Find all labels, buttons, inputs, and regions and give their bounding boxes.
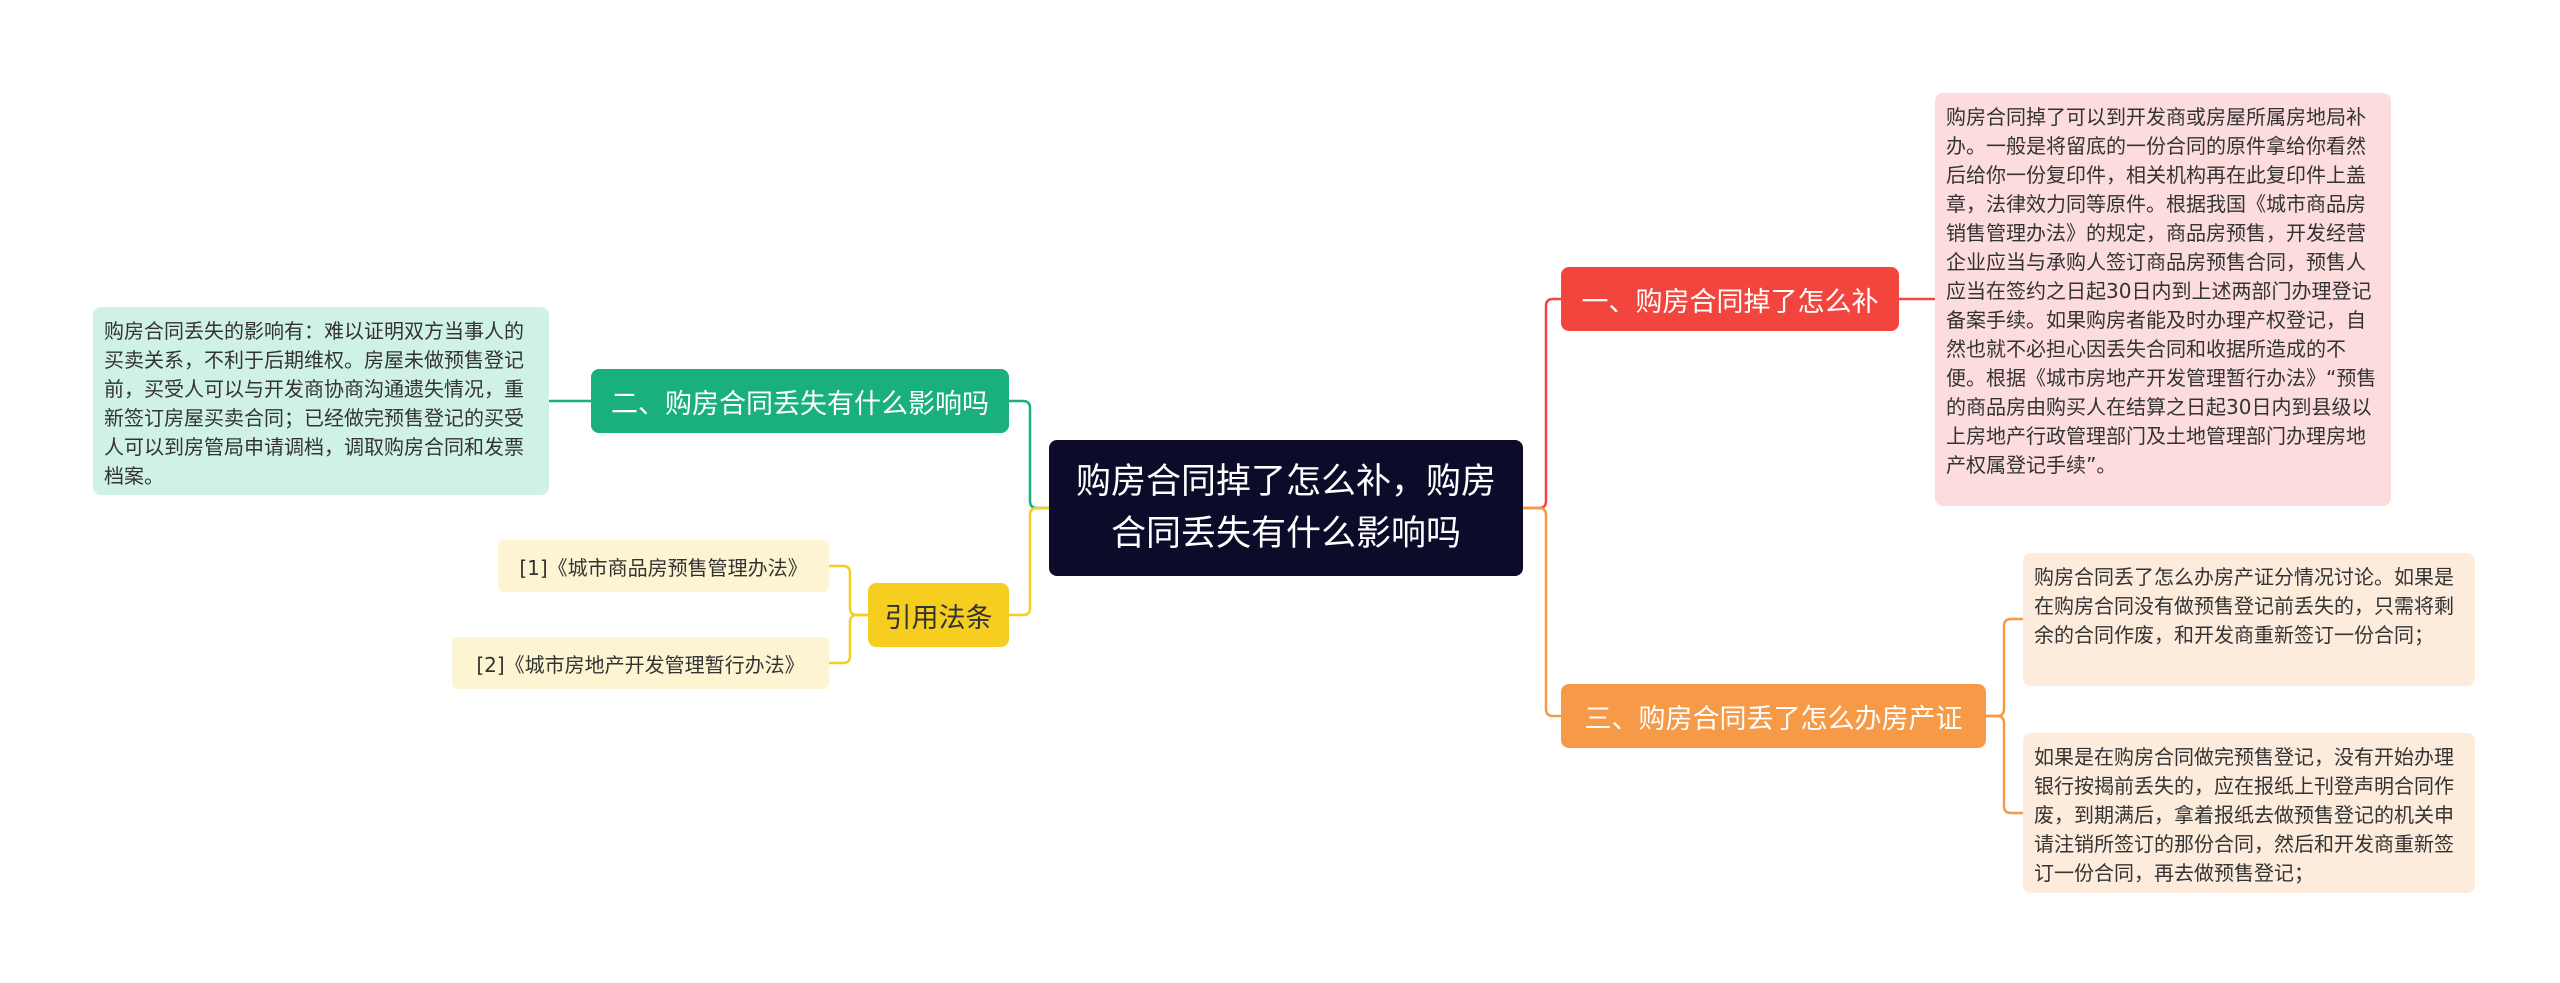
connector-b3-leaf2 <box>1984 714 2025 815</box>
connector-center-b1 <box>1521 297 1563 510</box>
connector-b4-ref2 <box>827 613 870 665</box>
branch-cited-laws-label: 引用法条 <box>884 602 993 634</box>
detail-how-to-replace-text: 购房合同掉了可以到开发商或房屋所属房地局补办。一般是将留底的一份合同的原件拿给你… <box>1946 105 2377 477</box>
connector-b4-ref1 <box>827 564 870 617</box>
branch-how-to-replace-label: 一、购房合同掉了怎么补 <box>1581 286 1879 318</box>
branch-cited-laws[interactable]: 引用法条 <box>868 583 1009 647</box>
detail-certificate-before-registration[interactable]: 购房合同丢了怎么办房产证分情况讨论。如果是在购房合同没有做预售登记前丢失的，只需… <box>2023 553 2475 686</box>
detail-certificate-after-registration[interactable]: 如果是在购房合同做完预售登记，没有开始办理银行按揭前丢失的，应在报纸上刊登声明合… <box>2023 733 2475 893</box>
connector-center-b2 <box>1007 399 1051 510</box>
law-reference-2[interactable]: [2]《城市房地产开发管理暂行办法》 <box>452 637 829 689</box>
central-topic[interactable]: 购房合同掉了怎么补，购房合同丢失有什么影响吗 <box>1049 440 1523 576</box>
law-reference-1[interactable]: [1]《城市商品房预售管理办法》 <box>498 540 829 592</box>
detail-how-to-replace[interactable]: 购房合同掉了可以到开发商或房屋所属房地局补办。一般是将留底的一份合同的原件拿给你… <box>1935 93 2391 506</box>
detail-loss-impact[interactable]: 购房合同丢失的影响有：难以证明双方当事人的买卖关系，不利于后期维权。房屋未做预售… <box>93 307 549 495</box>
detail-certificate-after-registration-text: 如果是在购房合同做完预售登记，没有开始办理银行按揭前丢失的，应在报纸上刊登声明合… <box>2034 745 2454 885</box>
branch-loss-impact-label: 二、购房合同丢失有什么影响吗 <box>611 388 989 420</box>
central-topic-text: 购房合同掉了怎么补，购房合同丢失有什么影响吗 <box>1075 462 1496 554</box>
connector-center-b4 <box>1007 506 1051 617</box>
detail-certificate-before-registration-text: 购房合同丢了怎么办房产证分情况讨论。如果是在购房合同没有做预售登记前丢失的，只需… <box>2034 565 2454 647</box>
law-reference-2-text: [2]《城市房地产开发管理暂行办法》 <box>476 652 805 677</box>
branch-property-certificate-label: 三、购房合同丢了怎么办房产证 <box>1584 703 1963 735</box>
branch-loss-impact[interactable]: 二、购房合同丢失有什么影响吗 <box>591 369 1009 433</box>
detail-loss-impact-text: 购房合同丢失的影响有：难以证明双方当事人的买卖关系，不利于后期维权。房屋未做预售… <box>104 319 524 488</box>
branch-property-certificate[interactable]: 三、购房合同丢了怎么办房产证 <box>1561 684 1986 748</box>
connector-center-b3 <box>1521 506 1563 718</box>
connector-b3-leaf1 <box>1984 617 2025 718</box>
law-reference-1-text: [1]《城市商品房预售管理办法》 <box>519 555 808 580</box>
branch-how-to-replace[interactable]: 一、购房合同掉了怎么补 <box>1561 267 1899 331</box>
